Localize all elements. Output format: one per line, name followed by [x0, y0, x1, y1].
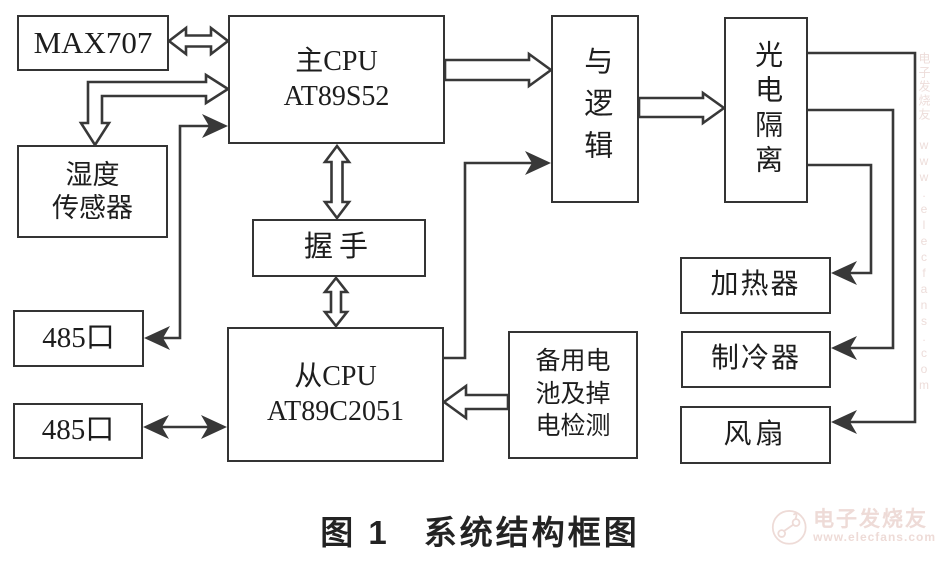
block-main-cpu-line1: 主CPU: [295, 46, 378, 78]
block-max707: MAX707: [17, 15, 169, 71]
wire-opto-cooler-head: [831, 336, 857, 360]
watermark-side-site: www.elecfans.com: [917, 138, 931, 394]
block-slave-cpu: 从CPU AT89C2051: [227, 327, 444, 462]
wire-slavecpu-485b-head-left: [143, 415, 169, 439]
block-fan-label: 风扇: [723, 418, 788, 450]
figure-caption-number: 图 1: [320, 514, 390, 551]
block-main-cpu-line2: AT89S52: [283, 80, 390, 112]
block-opto-isolation: 光电隔离: [724, 17, 808, 203]
block-485-upper-label: 485口: [42, 321, 115, 354]
block-slave-cpu-line2: AT89C2051: [267, 395, 404, 427]
block-humidity-sensor: 湿度 传感器: [17, 145, 168, 238]
wire-opto-cooler-line: [807, 108, 895, 350]
block-opto-isolation-label: 光电隔离: [751, 40, 783, 180]
block-backup-line1: 备用电: [535, 348, 611, 376]
block-fan: 风扇: [680, 406, 831, 464]
wire-slavecpu-485b-head-right: [201, 415, 227, 439]
block-humidity-line1: 湿度: [65, 159, 120, 190]
block-main-cpu-label: 主CPU AT89S52: [284, 45, 390, 113]
block-cooler: 制冷器: [681, 331, 831, 388]
wire-maincpu-485a-head-right: [202, 114, 228, 138]
block-cooler-label: 制冷器: [710, 343, 801, 375]
block-humidity-sensor-label: 湿度 传感器: [52, 159, 133, 225]
wire-maincpu-handshake-arrow: [322, 143, 352, 221]
block-485-port-lower: 485口: [13, 403, 143, 459]
block-humidity-line2: 传感器: [52, 192, 133, 223]
wire-opto-heater-head: [831, 261, 857, 285]
block-handshake: 握手: [252, 219, 426, 277]
block-main-cpu: 主CPU AT89S52: [228, 15, 445, 144]
block-max707-label: MAX707: [33, 25, 153, 61]
block-slave-cpu-line1: 从CPU: [294, 361, 377, 393]
wire-opto-fan-head: [831, 410, 857, 434]
block-backup-battery-label: 备用电 池及掉 电检测: [535, 346, 610, 444]
watermark-side: 电子发烧友 www.elecfans.com: [916, 52, 933, 394]
figure-caption-title: 系统结构框图: [423, 514, 640, 551]
block-backup-line3: 电检测: [535, 413, 611, 441]
block-485-port-upper: 485口: [13, 310, 144, 367]
wire-opto-heater-line: [807, 163, 873, 275]
wire-slavecpu-andlogic-line: [444, 161, 543, 360]
block-heater-label: 加热器: [710, 269, 801, 301]
block-slave-cpu-label: 从CPU AT89C2051: [267, 360, 404, 428]
wire-maincpu-485a-line: [152, 124, 219, 340]
watermark-brand: 电子发烧友: [813, 507, 929, 531]
wire-andlogic-opto-arrow: [637, 90, 727, 126]
wire-handshake-slavecpu-arrow: [322, 275, 350, 329]
block-and-logic: 与逻辑: [551, 15, 639, 203]
figure-caption: 图 1 系统结构框图: [240, 506, 720, 554]
block-and-logic-label: 与逻辑: [579, 46, 612, 172]
block-heater: 加热器: [680, 257, 831, 314]
wire-max707-maincpu-arrow: [166, 25, 231, 57]
watermark-site: www.elecfans.com: [813, 529, 936, 544]
wire-slavecpu-andlogic-head: [525, 151, 551, 175]
block-backup-line2: 池及掉: [535, 380, 611, 408]
block-handshake-label: 握手: [303, 231, 374, 264]
wire-backup-slavecpu-arrow: [441, 383, 510, 421]
wire-opto-fan-line: [807, 51, 917, 424]
block-485-lower-label: 485口: [41, 414, 115, 447]
wire-maincpu-andlogic-arrow: [443, 51, 554, 89]
watermark-side-brand: 电子发烧友: [917, 52, 931, 122]
block-backup-battery: 备用电 池及掉 电检测: [508, 331, 638, 459]
watermark-text-group: 电子发烧友 www.elecfans.com: [813, 507, 936, 544]
wire-maincpu-485a-head-left: [144, 326, 170, 350]
watermark-corner: 电子发烧友 www.elecfans.com: [768, 492, 936, 560]
elecfans-logo-icon: [771, 510, 807, 545]
